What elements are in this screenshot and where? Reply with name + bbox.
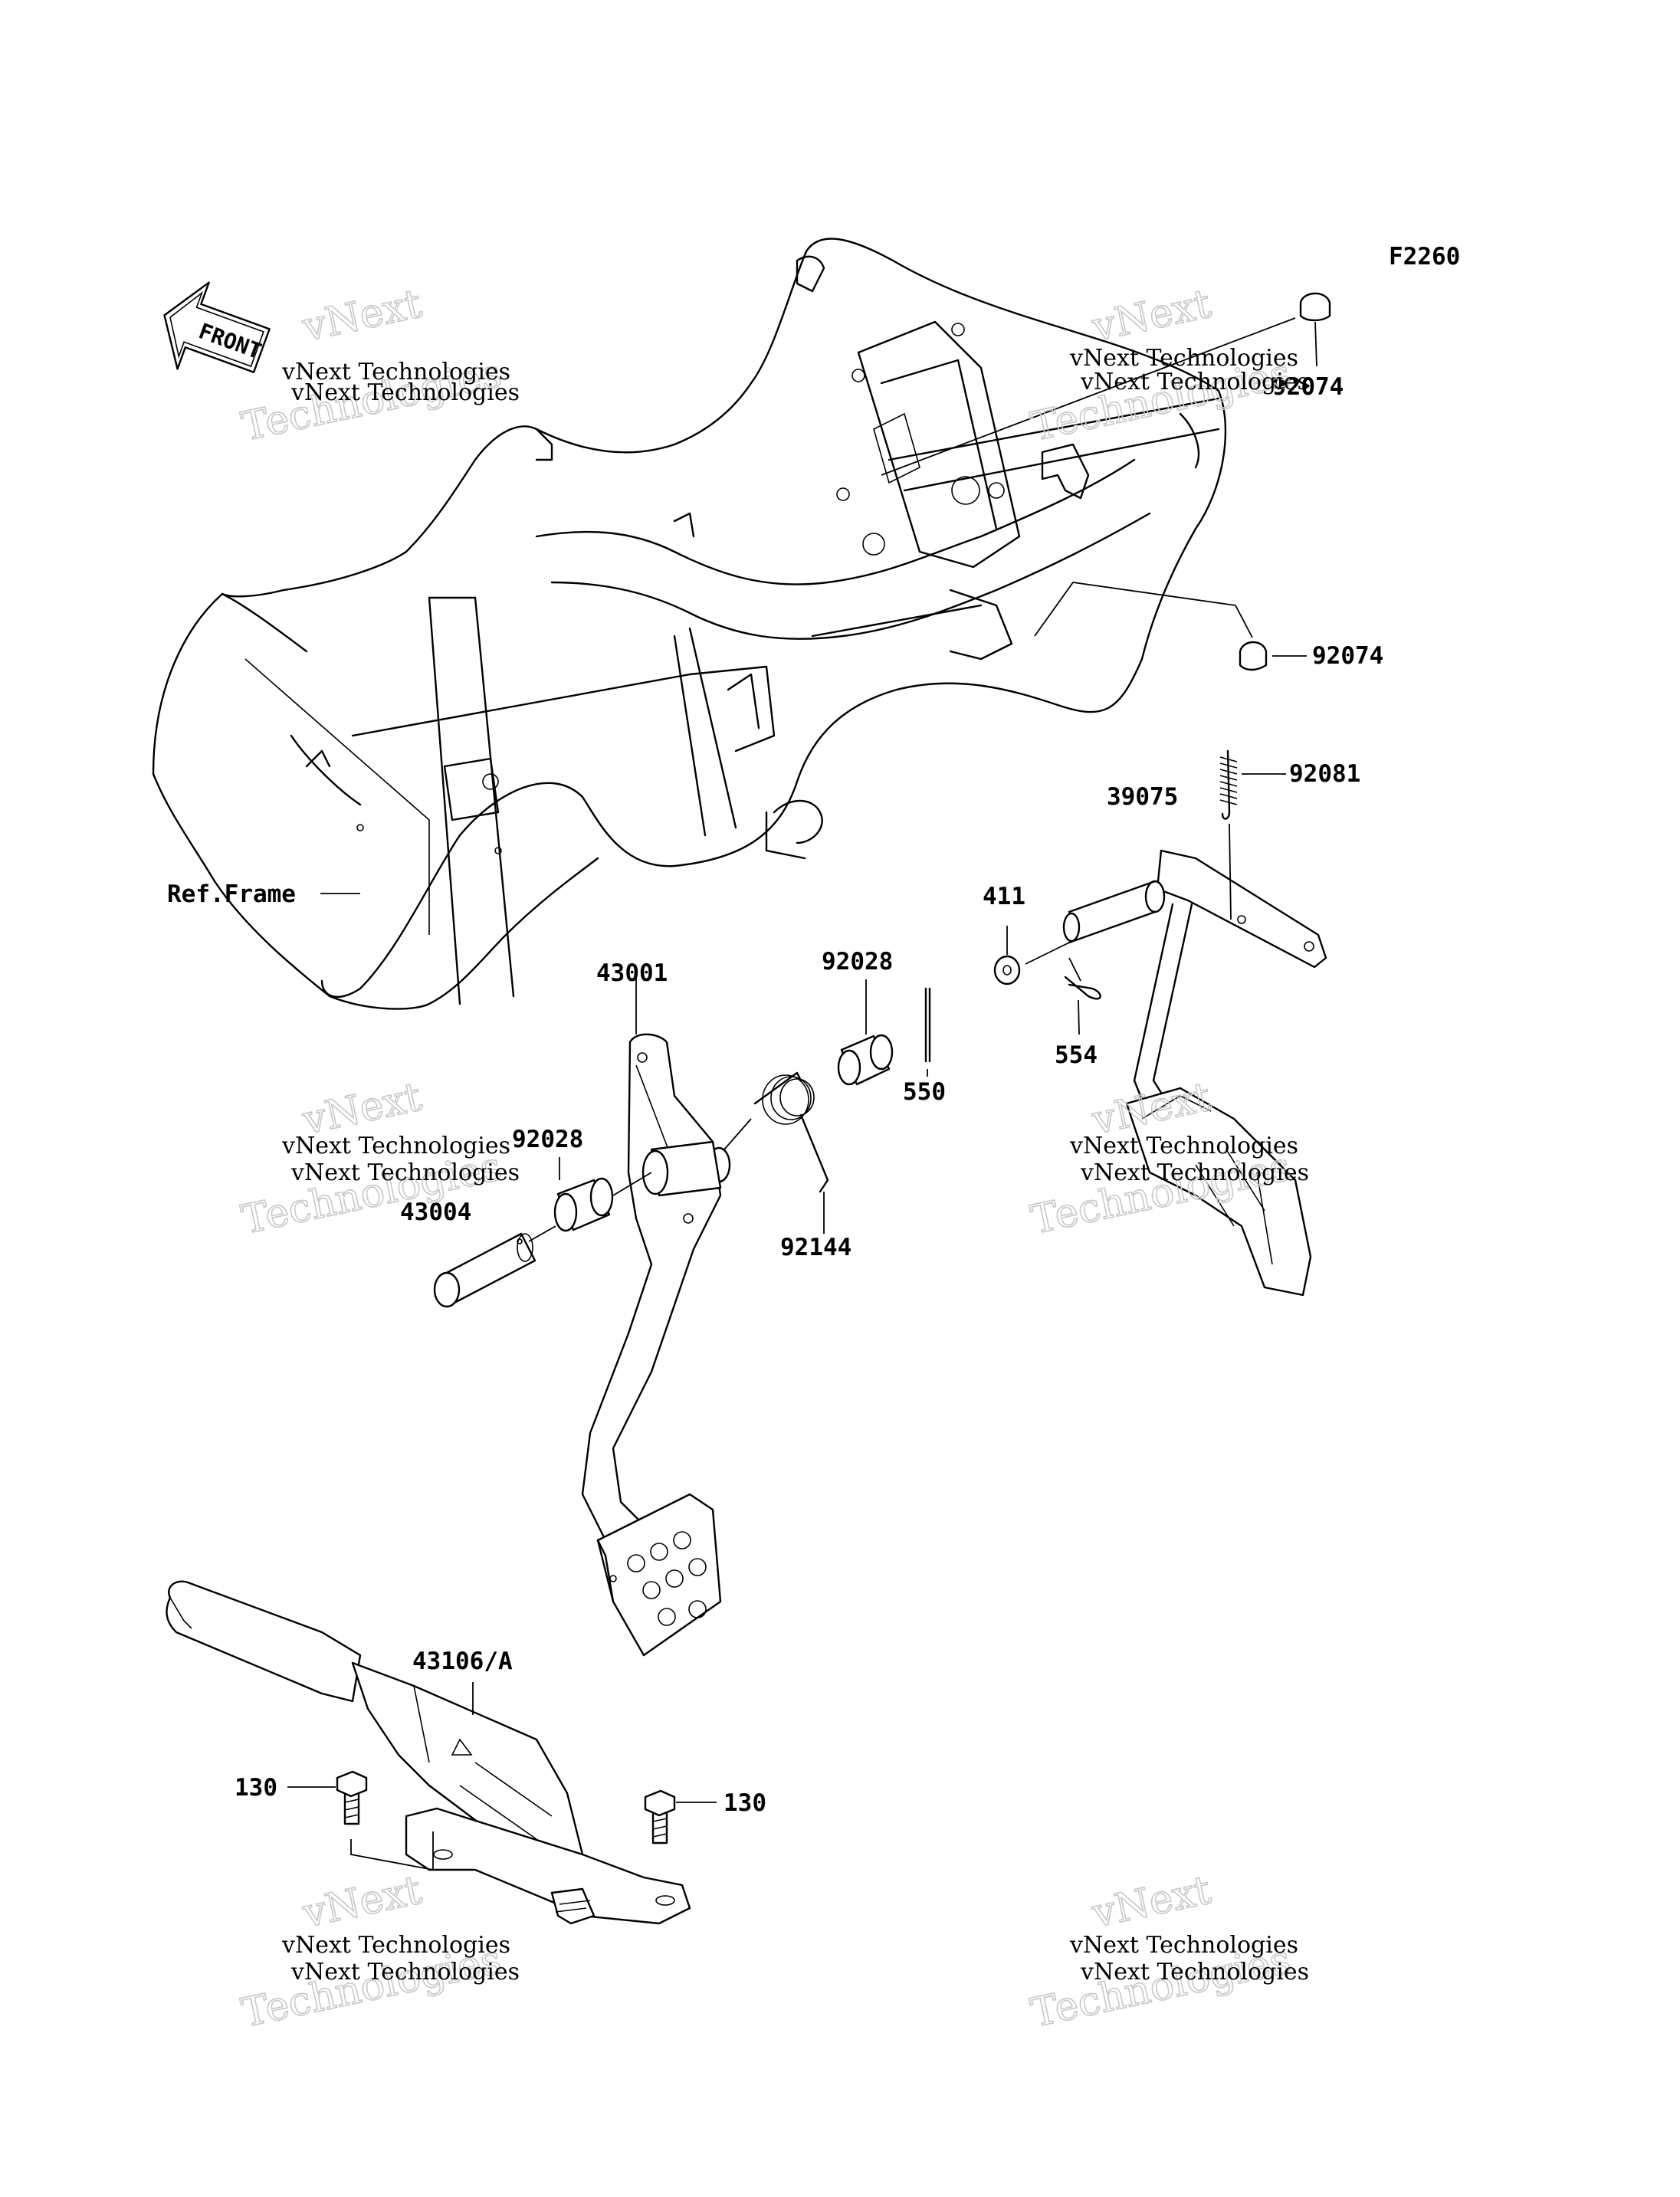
watermark-brand-top: vNext (298, 281, 425, 351)
part-43004-pin (433, 1225, 556, 1308)
watermark-brand-top: vNext (1088, 1867, 1215, 1937)
part-550-pin (924, 987, 931, 1077)
watermark-brand-top: vNext (1088, 281, 1215, 351)
label-92028-upper: 92028 (822, 948, 893, 976)
label-ref-frame: Ref.Frame (167, 880, 296, 908)
watermark-company-2: vNext Technologies (290, 1159, 520, 1186)
part-130-bolt-left (287, 1770, 434, 1871)
label-130-right: 130 (724, 1789, 766, 1817)
label-39075: 39075 (1107, 783, 1178, 811)
part-92144-spring (724, 1071, 829, 1234)
label-92074-top: 92074 (1272, 373, 1344, 401)
frame-structure (152, 238, 1227, 1010)
label-92028-lower: 92028 (512, 1126, 583, 1153)
label-554: 554 (1055, 1041, 1098, 1069)
watermark-middle-left: vNext Technologies vNext Technologies vN… (237, 1074, 520, 1244)
label-92144: 92144 (780, 1234, 851, 1261)
part-92081-spring (1219, 749, 1286, 920)
watermark-company: vNext Technologies (1069, 345, 1298, 372)
label-43001: 43001 (596, 959, 668, 987)
watermark-bottom-right: vNext Technologies vNext Technologies vN… (1026, 1867, 1309, 2038)
watermark-brand-top: vNext (298, 1867, 425, 1937)
label-43106: 43106/A (412, 1648, 513, 1675)
part-43106-hand-brake (166, 1580, 691, 1925)
diagram-code: F2260 (1389, 243, 1460, 271)
label-92081: 92081 (1289, 760, 1360, 788)
part-92074-cap-bottom (1034, 582, 1307, 671)
watermark-company-2: vNext Technologies (1080, 1959, 1309, 1985)
front-arrow-icon: FRONT (163, 281, 271, 373)
watermark-company-2: vNext Technologies (290, 1959, 520, 1985)
watermark-company-2: vNext Technologies (1080, 369, 1309, 395)
part-411-washer (993, 926, 1070, 985)
watermark-top-left: vNext Technologies vNext Technologies vN… (237, 280, 520, 451)
watermark-top-right: vNext Technologies vNext Technologies vN… (1026, 280, 1309, 451)
watermark-company: vNext Technologies (1069, 1133, 1298, 1159)
part-92028-bushing-lower (553, 1157, 652, 1232)
label-43004: 43004 (400, 1199, 471, 1226)
watermark-company: vNext Technologies (281, 359, 510, 385)
watermark-company: vNext Technologies (1069, 1932, 1298, 1959)
part-43001-pedal (581, 969, 731, 1657)
part-554-clip (1064, 957, 1101, 1035)
watermark-company: vNext Technologies (281, 1932, 510, 1959)
part-92074-cap-top (881, 292, 1331, 476)
part-39075-pedal (1062, 849, 1327, 1297)
label-92074-bottom: 92074 (1312, 642, 1383, 670)
watermark-bottom-left: vNext Technologies vNext Technologies vN… (237, 1867, 520, 2038)
label-411: 411 (983, 883, 1025, 910)
label-550: 550 (903, 1078, 946, 1106)
part-130-bolt-right (644, 1789, 717, 1844)
label-130-left: 130 (235, 1774, 277, 1802)
watermark-company-2: vNext Technologies (1080, 1159, 1309, 1186)
watermark-company-2: vNext Technologies (290, 379, 520, 406)
part-92028-bushing-upper (837, 979, 894, 1086)
watermark-company: vNext Technologies (281, 1133, 510, 1159)
